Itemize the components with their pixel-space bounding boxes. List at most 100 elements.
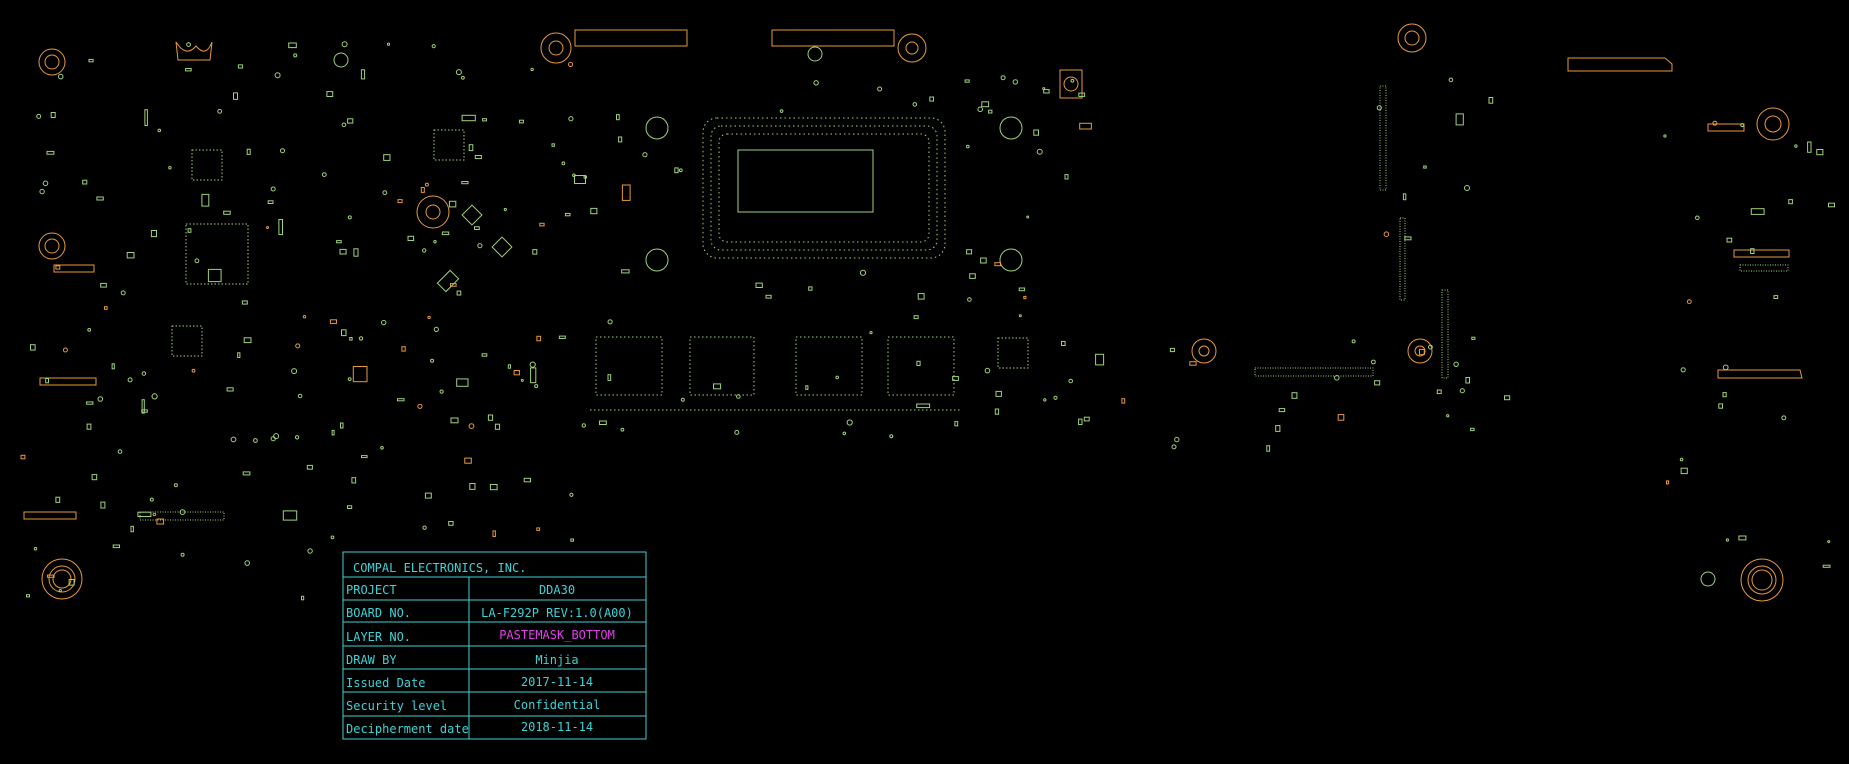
smd-pad [360, 69, 366, 80]
smd-pad [1423, 165, 1427, 169]
smd-pad [520, 378, 524, 382]
smd-pad [1043, 89, 1050, 94]
smd-pad [39, 188, 45, 195]
smd-pad [120, 290, 126, 296]
smd-pad [427, 315, 431, 320]
smd-pad [347, 118, 354, 124]
layer-no-label: LAYER NO. [346, 630, 411, 644]
smd-pad [168, 166, 172, 170]
smd-pad [422, 525, 427, 530]
decipherment-date-label: Decipherment date [346, 722, 469, 736]
smd-pad [1718, 403, 1724, 409]
smd-pad [1470, 427, 1475, 432]
chipset-bga-footprints [171, 129, 1029, 369]
smd-pad [152, 512, 157, 517]
smd-pad [1266, 445, 1271, 452]
smd-pad [267, 200, 274, 205]
smd-pad [558, 335, 566, 340]
smd-pad [569, 492, 574, 497]
smd-pad [1371, 359, 1376, 365]
smd-pad [539, 222, 545, 227]
smd-pad [233, 92, 238, 100]
smd-pad [187, 228, 192, 233]
smd-pad [1083, 416, 1090, 422]
smd-pad [1095, 353, 1105, 366]
smd-pad [141, 399, 145, 414]
smd-pad [441, 231, 450, 236]
smd-pad [981, 101, 990, 108]
smd-pad [1018, 314, 1022, 318]
smd-pad [42, 180, 49, 187]
smd-pad [26, 594, 30, 598]
smd-pad [242, 471, 251, 476]
smd-pad [967, 297, 972, 302]
smd-pad [964, 79, 970, 83]
smd-pad [846, 419, 853, 426]
smd-pad [568, 61, 574, 68]
smd-pad [341, 329, 347, 337]
smd-pad [100, 501, 106, 509]
smd-pad [842, 431, 847, 436]
security-level-label: Security level [346, 699, 447, 713]
smd-pad [301, 595, 305, 601]
smd-pad [149, 497, 154, 502]
smd-pad [1781, 415, 1787, 421]
smd-pad [104, 306, 108, 310]
smd-pad [1334, 375, 1340, 381]
smd-pad-field [20, 41, 1835, 601]
smd-pad [513, 370, 520, 376]
smd-pad [383, 154, 391, 161]
smd-pad [433, 240, 437, 244]
smd-pad [347, 505, 353, 509]
smd-pad [736, 394, 741, 399]
smd-pad [1023, 295, 1027, 300]
smd-pad [1000, 75, 1006, 81]
smd-pad [1807, 141, 1812, 153]
smd-pad [877, 86, 883, 92]
smd-pad [1464, 185, 1470, 191]
smd-pad [330, 535, 335, 540]
smd-pad [678, 168, 683, 173]
smd-pad [246, 148, 251, 155]
decipherment-date-value: 2018-11-14 [521, 720, 593, 734]
smd-pad [518, 119, 524, 124]
smd-pad [1816, 149, 1824, 156]
smd-pad [431, 44, 436, 49]
smd-pad [1465, 377, 1471, 384]
project-value: DDA30 [539, 583, 575, 597]
smd-pad [180, 552, 185, 557]
smd-pad [1504, 395, 1511, 401]
smd-pad [1079, 122, 1092, 130]
smd-pad [1459, 388, 1465, 394]
smd-pad [86, 423, 92, 430]
smd-pad [100, 282, 107, 288]
smd-pad [621, 184, 631, 201]
smd-pad [417, 403, 423, 409]
smd-pad [127, 377, 133, 383]
smd-pad [91, 474, 98, 481]
smd-pad [1666, 480, 1670, 485]
smd-pad [755, 282, 763, 289]
smd-pad [481, 353, 488, 357]
issued-date-value: 2017-11-14 [521, 675, 593, 689]
smd-pad [1171, 444, 1177, 450]
smd-pad [223, 210, 231, 215]
smd-pad [966, 144, 970, 149]
smd-pad [869, 331, 873, 335]
smd-pad [274, 72, 281, 79]
smd-pad [397, 199, 403, 204]
smd-pad [321, 172, 327, 178]
smd-pad [469, 483, 476, 490]
layer-no-value: PASTEMASK_BOTTOM [499, 628, 615, 642]
project-label: PROJECT [346, 583, 397, 597]
smd-pad [523, 477, 532, 483]
smd-pad [237, 64, 244, 69]
draw-by-label: DRAW BY [346, 653, 397, 667]
draw-by-value: Minjia [535, 653, 578, 667]
smd-pad [278, 219, 283, 236]
smd-pad [734, 429, 740, 435]
smd-pad [1453, 361, 1459, 367]
smd-pad [1275, 425, 1281, 432]
smd-pad [1033, 129, 1040, 136]
